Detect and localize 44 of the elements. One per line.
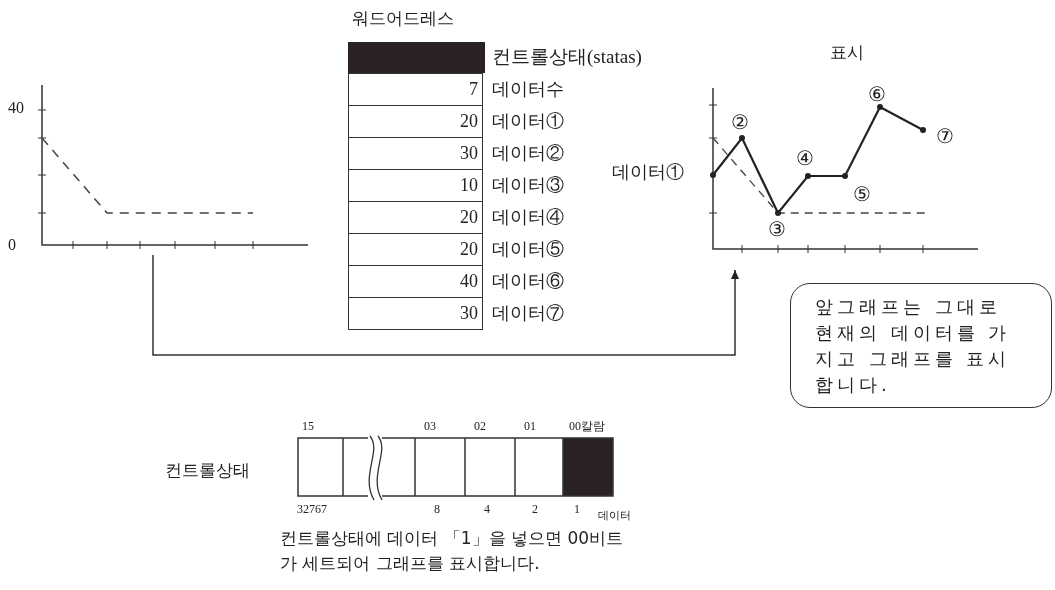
row-label: 데이터⑦ bbox=[492, 304, 564, 322]
bit-value: 2 bbox=[532, 503, 538, 515]
chart-title: 표시 bbox=[830, 44, 864, 61]
axis-label: 0 bbox=[8, 237, 16, 253]
bit-value: 32767 bbox=[297, 503, 327, 515]
axis-label: 40 bbox=[8, 100, 24, 116]
point-label: 데이터① bbox=[612, 163, 684, 181]
cell-value: 30 bbox=[348, 137, 483, 170]
point-label: ④ bbox=[796, 148, 814, 168]
bit-value: 1 bbox=[574, 503, 580, 515]
bit-value: 데이터 bbox=[598, 510, 631, 521]
row-label: 데이터⑤ bbox=[492, 240, 564, 258]
table-heading: 워드어드레스 bbox=[352, 10, 454, 27]
bit-value: 4 bbox=[484, 503, 490, 515]
bit-number: 02 bbox=[474, 420, 486, 432]
register-label: 컨트롤상태 bbox=[165, 462, 250, 479]
row-label: 데이터③ bbox=[492, 176, 564, 194]
connector-arrow bbox=[152, 254, 739, 356]
cell-value: 30 bbox=[348, 297, 483, 330]
cell-value: 40 bbox=[348, 265, 483, 298]
bit-number: 01 bbox=[524, 420, 536, 432]
bit-number: 15 bbox=[302, 420, 314, 432]
point-label: ⑤ bbox=[853, 184, 871, 204]
row-label: 데이터수 bbox=[492, 80, 564, 98]
point-label: ③ bbox=[768, 219, 786, 239]
cell-value: 20 bbox=[348, 105, 483, 138]
note-text: 앞그래프는 그대로 현재의 데이터를 가지고 그래프를 표시합니다. bbox=[815, 295, 1012, 397]
cell-value: 20 bbox=[348, 201, 483, 234]
row-label: 데이터② bbox=[492, 144, 564, 162]
cell-value: 10 bbox=[348, 169, 483, 202]
row-label: 데이터④ bbox=[492, 208, 564, 226]
cell-value: 7 bbox=[348, 73, 483, 106]
bit-number: 00칼람 bbox=[569, 420, 605, 432]
cell-value: 20 bbox=[348, 233, 483, 266]
row-label: 컨트롤상태(statas) bbox=[492, 47, 642, 66]
point-label: ⑦ bbox=[936, 126, 954, 146]
point-label: ⑥ bbox=[868, 84, 886, 104]
row-label: 데이터⑥ bbox=[492, 272, 564, 290]
row-label: 데이터① bbox=[492, 112, 564, 130]
callout-box bbox=[790, 283, 1052, 408]
bit-number: 03 bbox=[424, 420, 436, 432]
bit-value: 8 bbox=[434, 503, 440, 515]
point-label: ② bbox=[731, 112, 749, 132]
caption: 컨트롤상태에 데이터 「1」을 넣으면 00비트가 세트되어 그래프를 표시합니다. bbox=[280, 527, 625, 575]
